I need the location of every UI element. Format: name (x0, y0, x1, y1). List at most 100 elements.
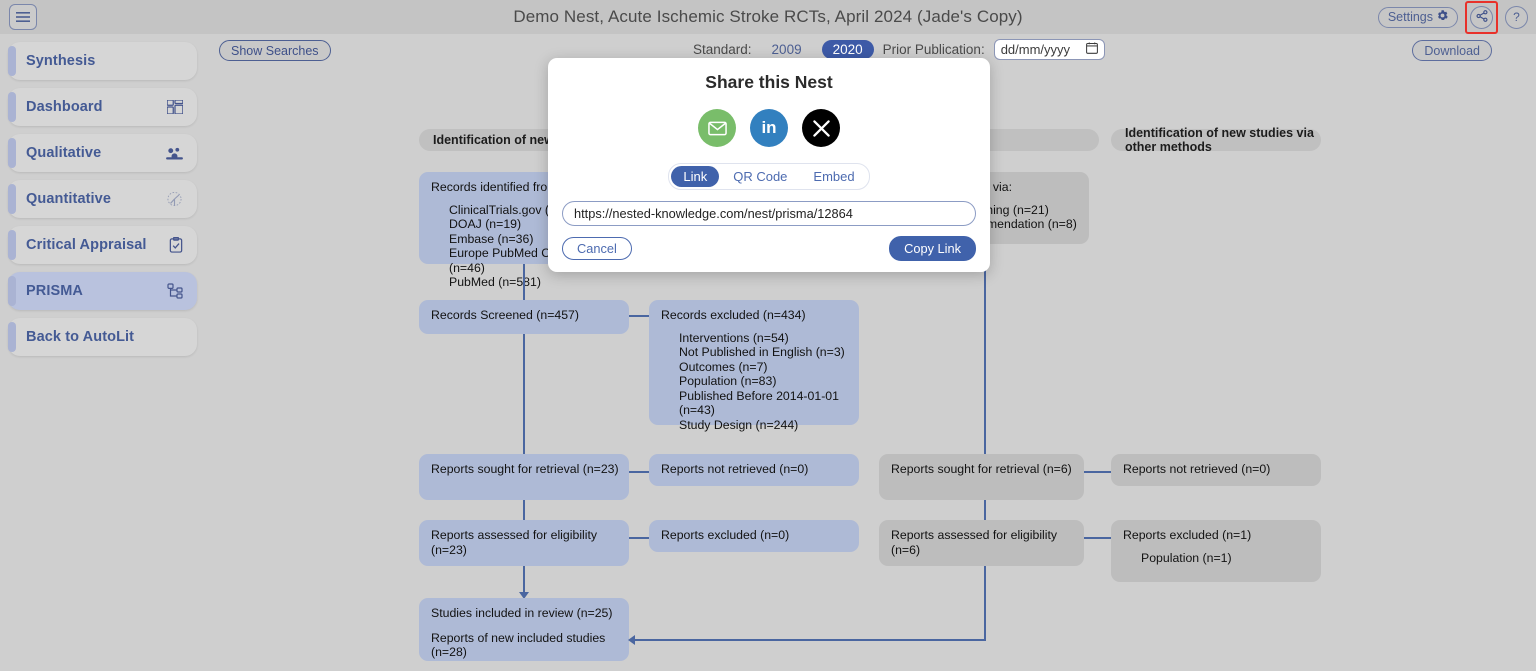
box-reports-not-retrieved-left: Reports not retrieved (n=0) (649, 454, 859, 486)
flow-arrow-line (523, 334, 525, 456)
email-share-icon[interactable] (698, 109, 736, 147)
tab-link[interactable]: Link (671, 166, 720, 187)
studies-included-text: Studies included in review (n=25) (431, 606, 613, 620)
box-records-screened: Records Screened (n=457) (419, 300, 629, 334)
download-button[interactable]: Download (1412, 40, 1492, 61)
flow-arrow-line (629, 471, 661, 473)
standard-option-2009[interactable]: 2009 (771, 42, 802, 57)
flow-arrow-line (984, 566, 986, 640)
exclusion-reason: Study Design (n=244) (679, 417, 799, 432)
box-reports-sought-left: Reports sought for retrieval (n=23) (419, 454, 629, 500)
records-identified-title: Records identified from: (431, 180, 561, 194)
sidebar: Synthesis Dashboard Qualitative (0, 34, 205, 671)
hamburger-icon (16, 11, 30, 23)
sidebar-item-quantitative[interactable]: Quantitative (8, 180, 197, 218)
gear-icon (1437, 10, 1448, 24)
sidebar-item-label: PRISMA (26, 283, 83, 299)
flow-arrow-line (629, 537, 661, 539)
source-item: PubMed (n=581) (449, 275, 541, 289)
clipboard-check-icon (169, 237, 183, 253)
sidebar-item-label: Critical Appraisal (26, 237, 147, 253)
exclusion-reason: Population (n=83) (679, 374, 777, 388)
exclusion-reason: Interventions (n=54) (679, 330, 789, 345)
flow-arrow-line (1084, 471, 1116, 473)
share-modal-actions: Cancel Copy Link (562, 236, 976, 261)
sidebar-item-critical-appraisal[interactable]: Critical Appraisal (8, 226, 197, 264)
dashboard-icon (167, 100, 183, 114)
calendar-icon[interactable] (1086, 42, 1098, 57)
source-item: DOAJ (n=19) (449, 217, 522, 231)
records-excluded-title: Records excluded (n=434) (661, 308, 806, 322)
prisma-tree-icon (167, 283, 183, 299)
standard-label: Standard: (693, 42, 752, 57)
share-url-input[interactable]: https://nested-knowledge.com/nest/prisma… (562, 201, 976, 226)
box-reports-excluded-right: Reports excluded (n=1) Population (n=1) (1111, 520, 1321, 582)
flow-arrow-line (629, 315, 661, 317)
page-title: Demo Nest, Acute Ischemic Stroke RCTs, A… (513, 7, 1023, 26)
reports-not-retrieved-text: Reports not retrieved (n=0) (1123, 462, 1271, 476)
exclusion-reason: Outcomes (n=7) (679, 359, 768, 374)
flow-arrow-head (628, 635, 635, 645)
standard-selector: Standard: 2009 2020 Prior Publication: d… (693, 39, 1106, 60)
sidebar-item-qualitative[interactable]: Qualitative (8, 134, 197, 172)
reports-excluded-title: Reports excluded (n=1) (1123, 528, 1252, 542)
records-screened-text: Records Screened (n=457) (431, 308, 579, 322)
prior-publication-label: Prior Publication: (882, 42, 985, 57)
sidebar-item-label: Back to AutoLit (26, 329, 135, 345)
reports-assessed-text: Reports assessed for eligibility (n=6) (891, 528, 1058, 557)
flow-arrow-line (984, 244, 986, 456)
quantitative-icon (166, 191, 183, 207)
tab-qr-code[interactable]: QR Code (733, 169, 788, 184)
sidebar-item-prisma[interactable]: PRISMA (8, 272, 197, 310)
top-bar-actions: Settings (1377, 0, 1528, 34)
source-item: ClinicalTrials.gov (n=27) (449, 202, 581, 217)
reports-excluded-text: Reports excluded (n=0) (661, 528, 790, 542)
standard-option-2020[interactable]: 2020 (821, 40, 874, 59)
reports-not-retrieved-text: Reports not retrieved (n=0) (661, 462, 809, 476)
flow-arrow-line (984, 500, 986, 524)
prior-publication-date-input[interactable]: dd/mm/yyyy (993, 39, 1106, 60)
box-reports-assessed-left: Reports assessed for eligibility (n=23) (419, 520, 629, 566)
flow-arrow-line (523, 566, 525, 594)
source-item: Europe PubMed Central (n=46) (449, 246, 581, 275)
flow-arrow-line (633, 639, 986, 641)
help-label: ? (1513, 10, 1520, 24)
sidebar-item-dashboard[interactable]: Dashboard (8, 88, 197, 126)
share-button-highlight (1465, 0, 1498, 34)
box-reports-excluded-left: Reports excluded (n=0) (649, 520, 859, 552)
exclusion-reason: Not Published in English (n=3) (679, 345, 845, 359)
sidebar-item-label: Dashboard (26, 99, 103, 115)
box-studies-included: Studies included in review (n=25) Report… (419, 598, 629, 661)
tab-embed[interactable]: Embed (813, 169, 855, 184)
menu-button[interactable] (9, 4, 37, 30)
show-searches-label: Show Searches (231, 43, 319, 58)
reports-sought-text: Reports sought for retrieval (n=6) (891, 462, 1072, 476)
linkedin-share-icon[interactable]: in (750, 109, 788, 147)
flow-arrow-line (1084, 537, 1116, 539)
sidebar-item-synthesis[interactable]: Synthesis (8, 42, 197, 80)
settings-button[interactable]: Settings (1377, 6, 1458, 28)
prisma-toolbar: Show Searches Standard: 2009 2020 Prior … (205, 34, 1536, 68)
download-label: Download (1424, 43, 1480, 58)
flow-arrow-line (523, 264, 525, 304)
share-button[interactable] (1470, 5, 1493, 29)
sidebar-item-back-to-autolit[interactable]: Back to AutoLit (8, 318, 197, 356)
x-share-icon[interactable] (802, 109, 840, 147)
linkedin-glyph: in (761, 118, 777, 137)
show-searches-button[interactable]: Show Searches (219, 40, 331, 61)
reports-sought-text: Reports sought for retrieval (n=23) (431, 462, 619, 476)
qualitative-icon (166, 146, 183, 161)
share-url-value: https://nested-knowledge.com/nest/prisma… (574, 206, 853, 221)
box-records-excluded: Records excluded (n=434) Interventions (… (649, 300, 859, 432)
copy-link-button[interactable]: Copy Link (889, 236, 976, 261)
help-button[interactable]: ? (1505, 5, 1528, 29)
exclusion-reason: Published Before 2014-01-01 (n=43) (679, 388, 839, 418)
date-placeholder: dd/mm/yyyy (1000, 42, 1071, 57)
cancel-button[interactable]: Cancel (562, 237, 632, 260)
sidebar-item-label: Synthesis (26, 53, 96, 69)
flow-arrow-line (523, 500, 525, 524)
share-modal-title: Share this Nest (705, 72, 833, 92)
sidebar-item-label: Qualitative (26, 145, 102, 161)
source-item: Embase (n=36) (449, 231, 534, 246)
